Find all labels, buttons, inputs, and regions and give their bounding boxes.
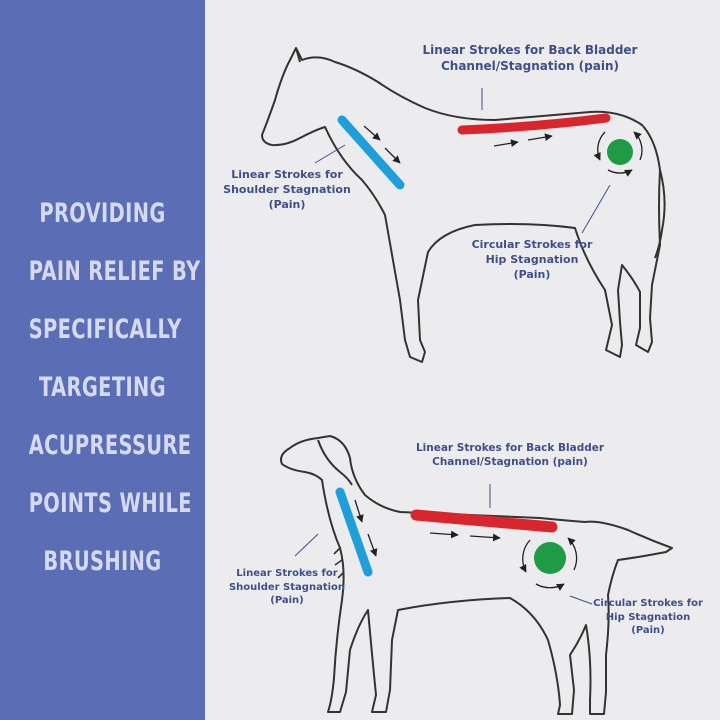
horse-back-label-line-2: Channel/Stagnation (pain): [440, 59, 619, 74]
horse-outline: [261, 47, 661, 363]
dog-back-label: Linear Strokes for Back Bladder Channel/…: [410, 441, 610, 469]
dog-back-arrow-2: [469, 533, 501, 542]
dog-back-label-line-1: Linear Strokes for Back Bladder: [415, 442, 605, 454]
dog-hip-circular-arrow-1: [519, 539, 531, 573]
horse-shoulder-stroke: [337, 115, 405, 190]
dog-ear: [317, 439, 353, 486]
headline-line-6: POINTS WHILE: [28, 488, 192, 519]
horse-shoulder-leader: [314, 144, 346, 164]
dog-hip-label-line-2: Hip Stagnation: [605, 611, 691, 623]
horse-shoulder-label: Linear Strokes for Shoulder Stagnation (…: [222, 168, 352, 213]
dog-back-stroke: [410, 509, 558, 533]
horse-back-stroke: [457, 113, 611, 135]
dog-illustration: [280, 435, 673, 715]
horse-shoulder-label-line-1: Linear Strokes for: [231, 168, 343, 181]
headline-line-4: TARGETING: [39, 372, 166, 403]
dog-shoulder-label-line-3: (Pain): [270, 595, 304, 606]
horse-hip-leader: [581, 184, 611, 234]
headline-line-3: SPECIFICALLY: [28, 314, 182, 345]
horse-back-label: Linear Strokes for Back Bladder Channel/…: [410, 42, 650, 74]
dog-hip-label: Circular Strokes for Hip Stagnation (Pai…: [588, 597, 708, 638]
horse-hip-label-line-2: Hip Stagnation: [485, 252, 579, 266]
horse-back-arrow-1: [493, 139, 519, 148]
horse-hip-point: [607, 139, 633, 165]
headline-line-2: PAIN RELIEF BY: [28, 256, 201, 287]
dog-hip-circular-arrow-3: [535, 583, 565, 591]
sidebar-panel: PROVIDING PAIN RELIEF BY SPECIFICALLY TA…: [0, 0, 205, 720]
horse-illustration: [261, 47, 666, 363]
dog-shoulder-label-line-2: Shoulder Stagnation: [228, 581, 346, 593]
dog-shoulder-label: Linear Strokes for Shoulder Stagnation (…: [227, 567, 347, 608]
dog-hip-point: [534, 542, 566, 574]
dog-shoulder-arrow-1: [354, 499, 364, 523]
headline: PROVIDING PAIN RELIEF BY SPECIFICALLY TA…: [28, 185, 201, 591]
dog-shoulder-stroke: [335, 487, 373, 577]
dog-hip-label-line-3: (Pain): [631, 625, 665, 636]
dog-fur-chest: [333, 547, 345, 579]
horse-ear: [295, 47, 301, 63]
horse-back-label-line-1: Linear Strokes for Back Bladder: [422, 43, 638, 57]
horse-shoulder-label-line-2: Shoulder Stagnation: [223, 182, 351, 196]
horse-hip-circular-arrow-2: [633, 131, 643, 161]
horse-hip-label: Circular Strokes for Hip Stagnation (Pai…: [467, 238, 597, 283]
headline-line-5: ACUPRESSURE: [28, 430, 192, 461]
dog-hip-label-line-1: Circular Strokes for: [593, 598, 703, 609]
horse-shoulder-arrow-1: [363, 125, 381, 141]
dog-shoulder-leader: [294, 533, 319, 557]
horse-hip-label-line-1: Circular Strokes for: [471, 238, 593, 251]
horse-shoulder-label-line-3: (Pain): [268, 197, 306, 211]
dog-hip-circular-arrow-2: [567, 537, 578, 571]
dog-outline: [280, 435, 673, 715]
dog-shoulder-label-line-1: Linear Strokes for: [236, 568, 338, 579]
diagram-area: Linear Strokes for Back Bladder Channel/…: [205, 0, 720, 720]
diagram-canvas: [261, 47, 673, 715]
headline-line-7: BRUSHING: [43, 546, 162, 577]
dog-hip-leader: [569, 595, 593, 605]
horse-tail: [654, 169, 666, 259]
dog-back-label-line-2: Channel/Stagnation (pain): [432, 456, 588, 469]
horse-shoulder-arrow-2: [384, 147, 401, 164]
horse-hip-circular-arrow-3: [607, 169, 633, 177]
headline-line-1: PROVIDING: [39, 198, 166, 229]
dog-shoulder-arrow-2: [367, 533, 378, 557]
horse-back-arrow-2: [527, 133, 553, 142]
horse-hip-circular-arrow-1: [593, 131, 606, 161]
horse-hip-label-line-3: (Pain): [513, 267, 551, 281]
dog-back-arrow-1: [429, 530, 459, 539]
